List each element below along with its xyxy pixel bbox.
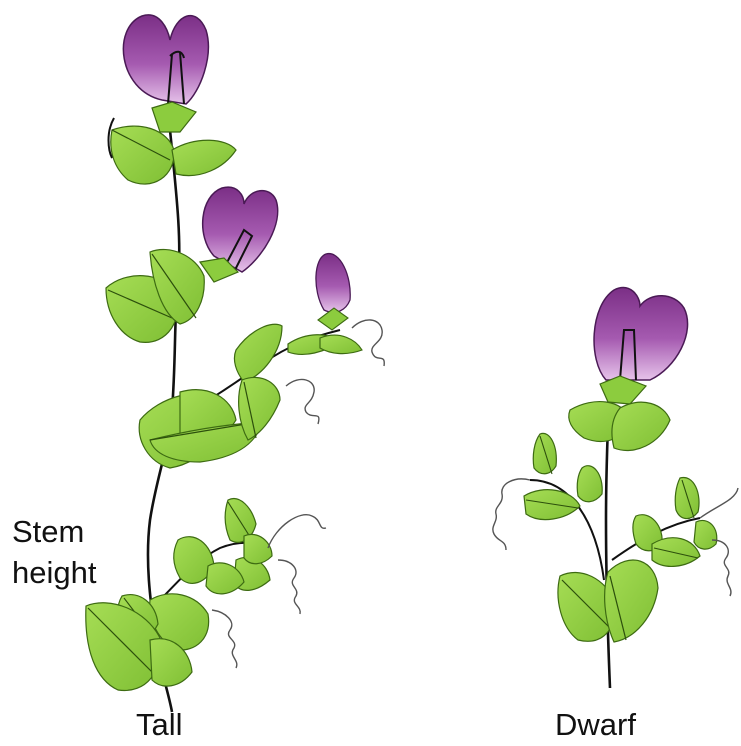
tendril-icon [493,479,530,550]
leaf-icon [558,560,658,642]
flower-bud-icon [316,254,350,330]
tall-label: Tall [136,707,183,743]
leaf-icon [569,402,670,451]
stem-height-label-line1: Stem [12,511,96,552]
leaf-icon [86,499,272,691]
stem-height-label: Stem height [12,511,96,593]
dwarf-plant [493,288,738,688]
flower-icon [594,288,688,404]
dwarf-label: Dwarf [555,707,636,743]
flower-icon [123,15,208,132]
stem-height-label-line2: height [12,552,96,593]
flower-icon [200,187,278,282]
leaf-icon [106,249,204,342]
leaf-icon [139,377,280,468]
leaf-icon [524,433,602,519]
leaf-icon [633,477,717,566]
leaf-icon [234,324,362,382]
tall-plant [86,15,384,712]
